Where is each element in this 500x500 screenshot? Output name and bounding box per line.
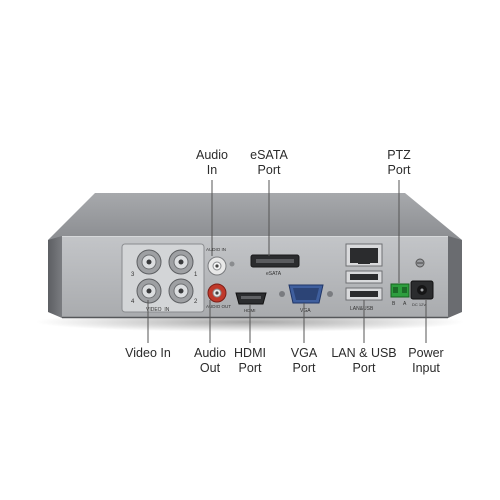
callout-audio-in-line1: Audio	[196, 148, 228, 162]
rear-panel	[62, 236, 448, 318]
video-in-marking: VIDEO IN	[146, 307, 170, 313]
callout-audio-out: Audio Out	[194, 346, 226, 376]
callout-ptz-line1: PTZ	[387, 148, 411, 162]
power-marking: DC 12V	[412, 302, 426, 307]
callout-video-in: Video In	[125, 346, 171, 361]
callout-lan-usb-line1: LAN & USB	[331, 346, 397, 360]
callout-audio-out-line2: Out	[199, 361, 221, 375]
bnc-connector-2	[168, 278, 194, 304]
hdmi-port	[235, 292, 267, 305]
chassis-left-side	[48, 236, 62, 318]
bnc-number-4: 4	[131, 299, 135, 305]
ptz-b-marking: B	[392, 301, 396, 307]
ptz-terminal	[390, 283, 410, 298]
esata-port	[250, 254, 300, 268]
bnc-number-2: 2	[194, 299, 198, 305]
lan-usb-marking: LAN&USB	[350, 306, 374, 312]
callout-lan-usb: LAN & USB Port	[331, 346, 396, 376]
callout-power-line1: Power	[408, 346, 444, 360]
bnc-connector-4	[136, 278, 162, 304]
bnc-number-3: 3	[131, 272, 135, 278]
audio-out-jack	[207, 283, 227, 303]
bnc-connector-3	[136, 249, 162, 275]
callout-vga: VGA Port	[291, 346, 317, 376]
audio-in-marking: AUDIO IN	[206, 247, 226, 252]
audio-out-marking: AUDIO OUT	[206, 304, 231, 309]
vga-port	[279, 284, 333, 304]
callout-hdmi-line1: HDMI	[234, 346, 266, 360]
callout-audio-in-line2: In	[206, 163, 218, 177]
esata-marking: eSATA	[266, 271, 282, 277]
power-jack	[410, 280, 434, 300]
ptz-a-marking: A	[403, 301, 407, 307]
callout-esata-line1: eSATA	[250, 148, 288, 162]
callout-audio-in: Audio In	[196, 148, 228, 178]
callout-audio-out-line1: Audio	[194, 346, 226, 360]
bnc-number-1: 1	[194, 272, 198, 278]
callout-hdmi-line2: Port	[238, 361, 262, 375]
usb-port-bottom	[345, 287, 383, 301]
callout-vga-line2: Port	[292, 361, 316, 375]
callout-ptz: PTZ Port	[387, 148, 411, 178]
bnc-connector-1	[168, 249, 194, 275]
audio-in-jack	[207, 256, 227, 276]
callout-video-in-line1: Video In	[125, 346, 171, 360]
chassis-top	[48, 193, 462, 240]
chassis-right-side	[448, 236, 462, 318]
callout-lan-usb-line2: Port	[352, 361, 376, 375]
callout-esata: eSATA Port	[250, 148, 288, 178]
callout-power-line2: Input	[412, 361, 440, 375]
callout-ptz-line2: Port	[387, 163, 411, 177]
callout-esata-line2: Port	[257, 163, 281, 177]
vga-marking: VGA	[300, 308, 311, 314]
callout-hdmi: HDMI Port	[234, 346, 266, 376]
lan-port	[345, 243, 383, 267]
callout-vga-line1: VGA	[290, 346, 318, 360]
usb-port-top	[345, 270, 383, 284]
callout-power: Power Input	[408, 346, 443, 376]
